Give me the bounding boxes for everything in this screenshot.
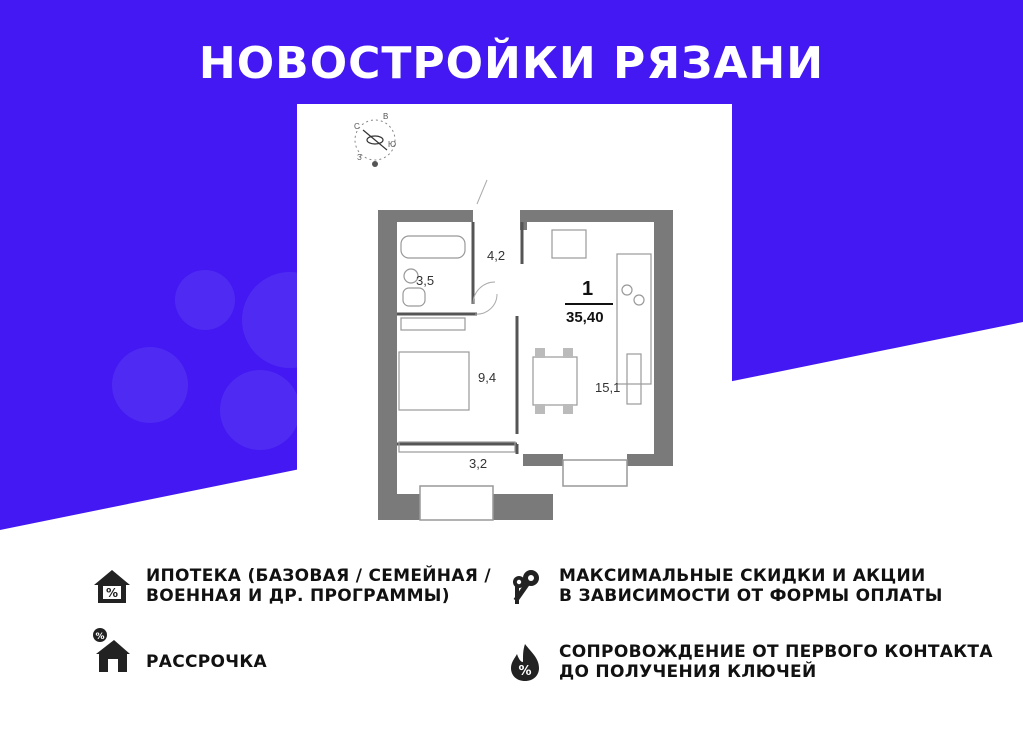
apartment-rooms-count: 1 [582,278,594,300]
feature-installment: % РАССРОЧКА [92,628,267,674]
keys-icon [513,570,539,604]
room-area-hall: 4,2 [487,248,506,263]
compass-icon: С В Ю З [347,112,407,172]
feature-discounts-line2: В ЗАВИСИМОСТИ ОТ ФОРМЫ ОПЛАТЫ [559,586,943,606]
room-area-kitchen-living: 15,1 [595,380,621,395]
compass-south: Ю [388,140,397,149]
feature-installment-line1: РАССРОЧКА [146,652,267,672]
compass-north: С [354,122,360,131]
feature-mortgage-line2: ВОЕННАЯ И ДР. ПРОГРАММЫ) [146,586,450,606]
feature-discounts: МАКСИМАЛЬНЫЕ СКИДКИ И АКЦИИ В ЗАВИСИМОСТ… [505,566,943,606]
feature-support-line2: ДО ПОЛУЧЕНИЯ КЛЮЧЕЙ [559,662,817,682]
apartment-divider [565,303,613,305]
feature-mortgage: % ИПОТЕКА (БАЗОВАЯ / СЕМЕЙНАЯ / ВОЕННАЯ … [92,566,491,606]
feature-mortgage-line1: ИПОТЕКА (БАЗОВАЯ / СЕМЕЙНАЯ / [146,566,491,586]
compass-east: В [383,112,389,121]
feature-support: % СОПРОВОЖДЕНИЕ ОТ ПЕРВОГО КОНТАКТА ДО П… [505,642,993,682]
percent-house-icon: % [93,628,130,672]
house-percent-icon: % [94,570,130,603]
apartment-total-area: 35,40 [566,309,604,326]
feature-discounts-line1: МАКСИМАЛЬНЫЕ СКИДКИ И АКЦИИ [559,566,926,586]
feature-support-line1: СОПРОВОЖДЕНИЕ ОТ ПЕРВОГО КОНТАКТА [559,642,993,662]
page-title: НОВОСТРОЙКИ РЯЗАНИ [198,38,825,89]
room-area-balcony: 3,2 [469,456,488,471]
svg-text:%: % [106,586,118,600]
compass-west: З [357,153,362,162]
floor-plan [378,179,673,521]
room-area-bathroom: 3,5 [416,273,435,288]
room-area-bedroom: 9,4 [478,370,497,385]
flame-percent-icon: % [511,644,539,681]
svg-text:%: % [518,664,531,679]
svg-text:%: % [95,632,104,642]
floor-plan-card: 4,2 3,5 9,4 15,1 3,2 [297,104,732,530]
